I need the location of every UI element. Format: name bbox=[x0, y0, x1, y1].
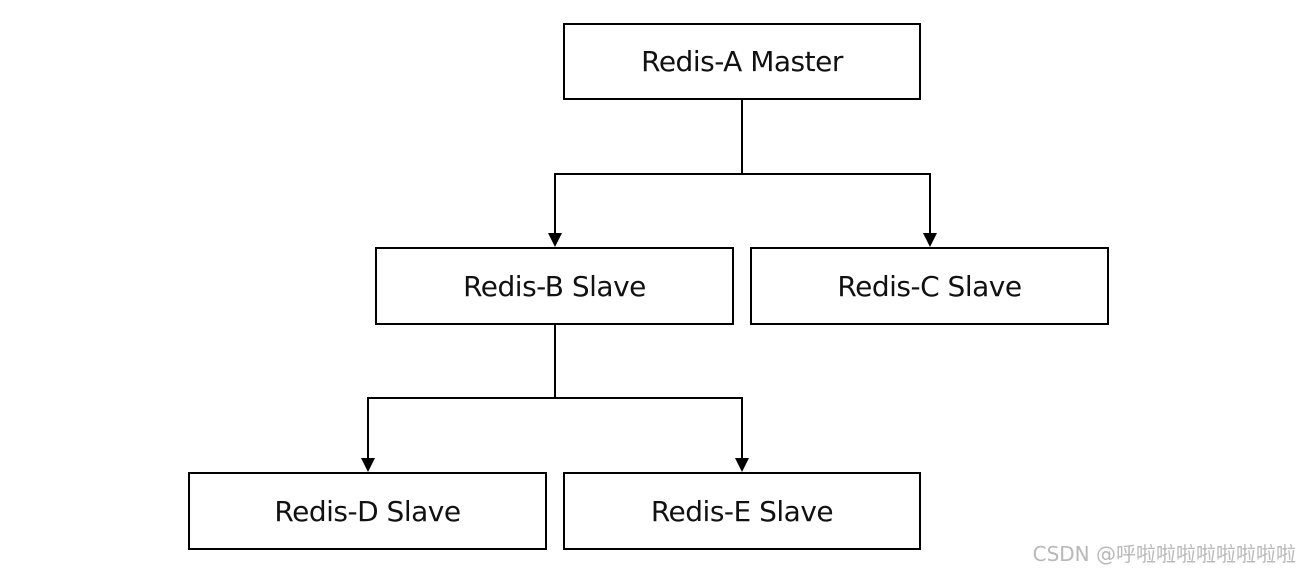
node-redis-c-slave: Redis-C Slave bbox=[750, 247, 1109, 325]
arrowhead-b bbox=[548, 233, 562, 247]
arrowhead-c bbox=[923, 233, 937, 247]
node-label: Redis-A Master bbox=[641, 45, 843, 78]
node-label: Redis-D Slave bbox=[274, 494, 461, 528]
watermark: CSDN @呼啦啦啦啦啦啦啦啦 bbox=[1032, 542, 1296, 566]
connector-b-to-e bbox=[555, 397, 743, 461]
node-label: Redis-B Slave bbox=[463, 269, 646, 303]
node-redis-d-slave: Redis-D Slave bbox=[188, 472, 547, 550]
node-label: Redis-E Slave bbox=[650, 494, 834, 528]
arrowhead-d bbox=[361, 458, 375, 472]
node-redis-a-master: Redis-A Master bbox=[563, 23, 921, 100]
arrowhead-e bbox=[735, 458, 749, 472]
connector-a-to-c bbox=[742, 173, 931, 236]
node-label: Redis-C Slave bbox=[837, 269, 1022, 303]
connector-b-to-d bbox=[367, 325, 556, 461]
node-redis-e-slave: Redis-E Slave bbox=[563, 472, 921, 550]
connector-a-to-b bbox=[554, 100, 743, 236]
node-redis-b-slave: Redis-B Slave bbox=[375, 247, 734, 325]
